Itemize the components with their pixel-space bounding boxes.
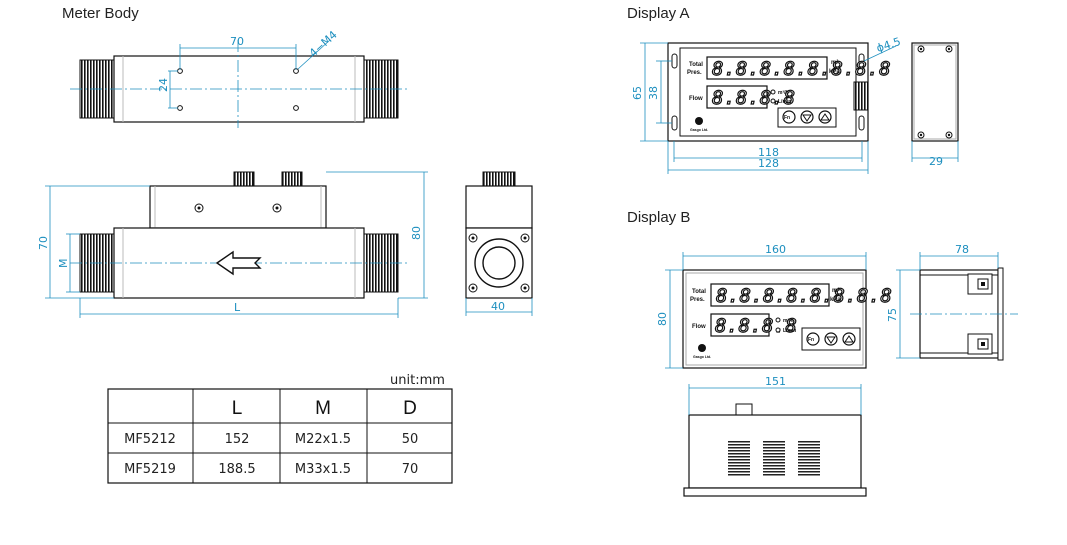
- screw: [194, 203, 204, 213]
- table-cell: 70: [402, 462, 419, 477]
- logo-icon: [698, 344, 706, 352]
- led-indicator: [770, 98, 776, 104]
- label-pres: Pres.: [690, 297, 705, 303]
- dim-label-40: 40: [491, 300, 505, 313]
- unit-m3: m³: [831, 59, 838, 66]
- meter-body-front-view: 70 M 80 L: [37, 171, 428, 318]
- led-m3h: m³/h: [778, 90, 789, 96]
- led-indicator: [770, 89, 776, 95]
- logo-icon: [695, 117, 703, 125]
- unit-m3: m³: [832, 287, 839, 294]
- table-cell: M22x1.5: [295, 432, 351, 447]
- dim-label-65: 65: [631, 86, 644, 100]
- dim-label-78: 78: [955, 243, 969, 256]
- table-header-d: D: [403, 398, 417, 419]
- label-flow: Flow: [692, 324, 706, 330]
- table-cell: 50: [402, 432, 419, 447]
- dim-label-29: 29: [929, 155, 943, 168]
- flow-display: [710, 313, 770, 337]
- logo-text: Gasgo Ltd.: [690, 128, 708, 132]
- display-a-title: Display A: [627, 5, 690, 22]
- mount-slot: [858, 115, 865, 131]
- dim-label-24: 24: [157, 78, 170, 92]
- label-pres: Pres.: [687, 70, 702, 76]
- connector-top: [281, 171, 303, 187]
- top-connector: [735, 403, 753, 416]
- table-cell: 188.5: [218, 462, 255, 477]
- dim-label-front-70: 70: [37, 236, 50, 250]
- vent-grille: [798, 440, 820, 476]
- led-m3h: m³/h: [783, 318, 794, 324]
- table-unit: unit:mm: [390, 373, 445, 388]
- up-arrow-icon: [844, 335, 854, 343]
- display-a-side: 29: [911, 42, 959, 168]
- total-digits: 8.8.8.8.8.8.8.8: [716, 285, 892, 307]
- dim-label-80: 80: [410, 226, 423, 240]
- total-digits: 8.8.8.8.8.8.8.8: [712, 58, 891, 80]
- dim-label-l: L: [234, 301, 241, 314]
- screw-hole: [293, 105, 299, 111]
- flow-display: [706, 85, 768, 109]
- total-display: [710, 283, 830, 307]
- flow-direction-arrow-icon: [215, 250, 262, 276]
- dim-label-128: 128: [758, 157, 779, 170]
- display-b-front: Total Pres. Flow 8.8.8.8.8.8.8.8 m³ kPa …: [656, 243, 892, 369]
- label-total: Total: [689, 62, 703, 68]
- fn-button[interactable]: [806, 332, 820, 346]
- dim-label-80-b: 80: [656, 312, 669, 326]
- label-total: Total: [692, 289, 706, 295]
- dimension-table: unit:mm L M D MF5212 152 M22x1.5 50 MF52…: [107, 373, 453, 484]
- meter-body-top-view: 70 4−M4 24: [70, 28, 408, 128]
- led-indicator: [775, 327, 781, 333]
- dim-label-4m4: 4−M4: [307, 28, 340, 60]
- fn-button-label: Fn: [808, 337, 814, 343]
- vent-grille: [728, 440, 750, 476]
- table-cell: MF5219: [124, 462, 176, 477]
- dim-label-160: 160: [765, 243, 786, 256]
- vent-grille: [763, 440, 785, 476]
- dim-label-m: M: [57, 259, 70, 269]
- table-cell: M33x1.5: [295, 462, 351, 477]
- side-housing: [465, 185, 533, 229]
- fn-button-label: Fn: [784, 115, 790, 121]
- led-indicator: [775, 317, 781, 323]
- display-b-title: Display B: [627, 209, 690, 226]
- dim-label-118: 118: [758, 146, 779, 159]
- unit-kpa: kPa: [830, 297, 841, 303]
- housing-box: [149, 185, 327, 229]
- dim-label-70: 70: [230, 35, 244, 48]
- table-cell: MF5212: [124, 432, 176, 447]
- table-header-l: L: [232, 398, 243, 419]
- dim-label-phi45: ϕ4.5: [875, 35, 903, 55]
- meter-body-side-view: 40: [465, 171, 533, 316]
- total-display: [706, 56, 828, 80]
- up-arrow-icon: [820, 113, 830, 121]
- table-header-m: M: [315, 398, 331, 419]
- led-lmin: L/min: [778, 99, 791, 105]
- label-flow: Flow: [689, 96, 703, 102]
- unit-kpa: kPa: [829, 69, 840, 75]
- display-b-side: 78 75: [886, 243, 1018, 361]
- table-cell: 152: [225, 432, 250, 447]
- dim-label-151: 151: [765, 375, 786, 388]
- connector-top: [233, 171, 255, 187]
- logo-text: Gasgo Ltd.: [693, 355, 711, 359]
- down-arrow-icon: [826, 336, 836, 344]
- display-b-top: 151: [683, 375, 867, 497]
- connector-top: [482, 171, 516, 187]
- fn-button[interactable]: [782, 110, 796, 124]
- down-arrow-icon: [802, 114, 812, 122]
- mount-slot: [671, 53, 678, 69]
- dim-label-38: 38: [647, 86, 660, 100]
- mount-slot: [671, 115, 678, 131]
- led-lmin: L/min: [783, 328, 796, 334]
- display-a-front: Total Pres. Flow 8.8.8.8.8.8.8.8 m³ kPa …: [631, 35, 902, 174]
- screw: [272, 203, 282, 213]
- meter-body-title: Meter Body: [62, 5, 139, 22]
- side-connector: [853, 81, 869, 111]
- dim-label-75: 75: [886, 308, 899, 322]
